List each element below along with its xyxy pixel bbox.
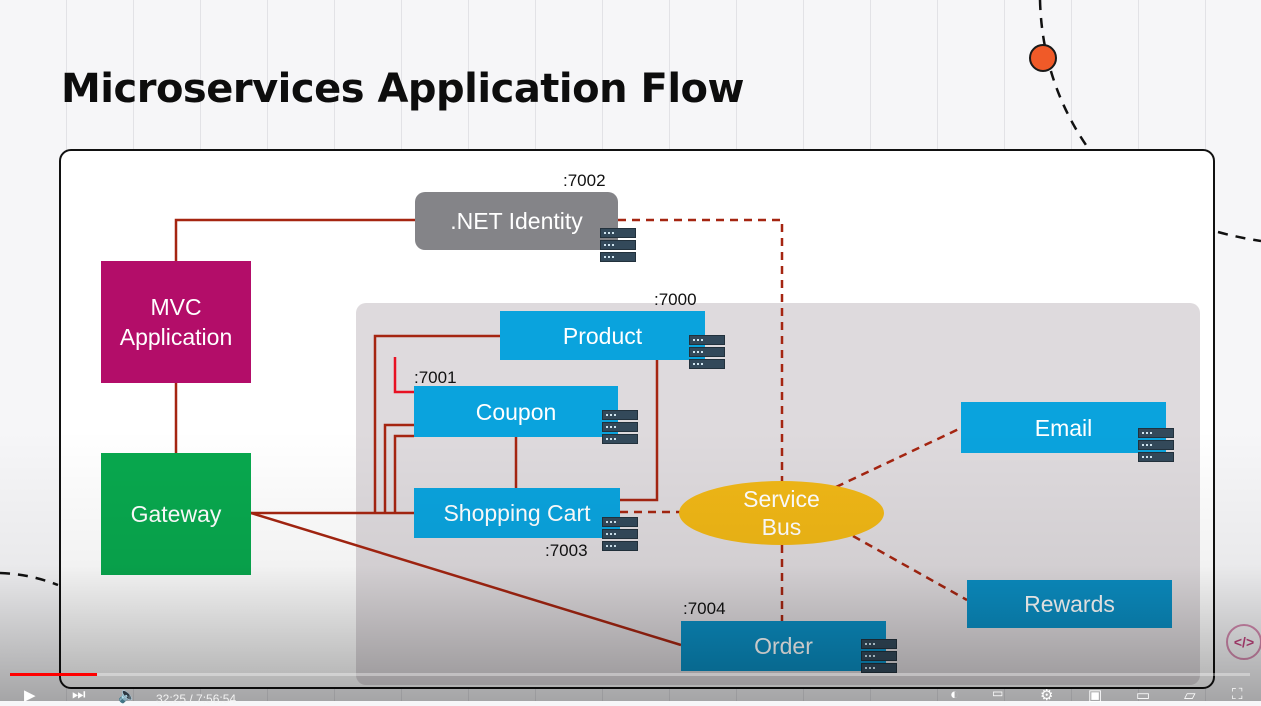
mvc-label-line2: Application xyxy=(119,324,233,350)
time-display: 32:25 / 7:56:54 xyxy=(156,692,237,706)
play-icon[interactable]: ▶ xyxy=(24,687,36,704)
shopping-cart-server-icon xyxy=(602,517,638,553)
order-server-icon xyxy=(861,639,897,675)
coupon-service-box: Coupon xyxy=(414,386,618,437)
gateway-box: Gateway xyxy=(101,453,251,575)
order-label: Order xyxy=(754,633,813,659)
service-bus-label-line1: Service xyxy=(743,486,820,512)
channel-logo-icon[interactable]: </> xyxy=(1226,624,1261,660)
service-bus-label-line2: Bus xyxy=(761,514,802,540)
product-service-box: Product xyxy=(500,311,705,360)
shopping-cart-label: Shopping Cart xyxy=(443,500,591,526)
volume-icon[interactable]: 🔈 xyxy=(118,687,137,704)
autoplay-toggle-icon[interactable]: ◐ xyxy=(950,686,960,703)
player-controls: ▶ ⏭ 🔈 ◐ ▭ ⚙ ▣ ▭ ▱ ⛶ xyxy=(0,680,1261,704)
accent-dot xyxy=(1029,44,1057,72)
product-label: Product xyxy=(562,322,643,349)
fullscreen-icon[interactable]: ⛶ xyxy=(1232,686,1243,703)
rewards-label: Rewards xyxy=(1024,591,1115,617)
mvc-label-line1: MVC xyxy=(150,294,202,320)
coupon-port: :7001 xyxy=(414,368,457,387)
progress-fill xyxy=(10,673,97,676)
settings-gear-icon[interactable]: ⚙ xyxy=(1040,687,1054,704)
identity-server-icon xyxy=(600,228,636,264)
subtitles-icon[interactable]: ▭ xyxy=(992,686,1004,700)
rewards-service-box: Rewards xyxy=(967,580,1172,628)
identity-port: :7002 xyxy=(563,171,606,190)
product-port: :7000 xyxy=(654,290,697,309)
cast-icon[interactable]: ▱ xyxy=(1184,687,1196,704)
shopping-cart-port: :7003 xyxy=(545,541,588,560)
service-bus-ellipse: Service Bus xyxy=(679,481,884,545)
email-label: Email xyxy=(1034,414,1093,441)
gateway-label: Gateway xyxy=(130,501,222,527)
shopping-cart-service-box: Shopping Cart xyxy=(414,488,620,538)
order-port: :7004 xyxy=(683,599,726,618)
theater-mode-icon[interactable]: ▭ xyxy=(1136,687,1151,704)
order-service-box: Order xyxy=(681,621,886,671)
mvc-application-box: MVC Application xyxy=(101,261,251,383)
identity-service-box: .NET Identity xyxy=(415,192,618,250)
coupon-server-icon xyxy=(602,410,638,446)
identity-label: .NET Identity xyxy=(450,208,583,234)
email-service-box: Email xyxy=(961,402,1166,453)
product-server-icon xyxy=(689,335,725,371)
miniplayer-icon[interactable]: ▣ xyxy=(1088,687,1103,704)
slide-title: Microservices Application Flow xyxy=(61,66,745,112)
coupon-label: Coupon xyxy=(475,398,557,425)
email-server-icon xyxy=(1138,428,1174,464)
progress-bar[interactable] xyxy=(10,673,1250,676)
next-icon[interactable]: ⏭ xyxy=(72,686,86,703)
